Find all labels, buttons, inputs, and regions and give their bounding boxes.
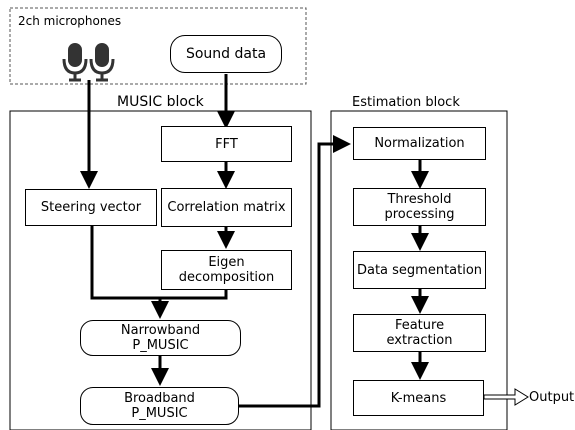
normalization-node: Normalization	[353, 127, 486, 160]
output-arrow	[483, 388, 529, 406]
estimation-block-frame	[330, 110, 508, 430]
arrow-steering-eigen-to-narrowband	[90, 226, 228, 316]
correlation-matrix-node: Correlation matrix	[161, 188, 292, 227]
fft-node: FFT	[161, 126, 292, 162]
microphone-icon	[89, 43, 115, 82]
kmeans-node: K-means	[353, 380, 484, 416]
music-block-title: MUSIC block	[117, 94, 204, 110]
threshold-processing-node: Threshold processing	[353, 188, 486, 226]
arrow-broadband-to-normalization	[239, 135, 351, 408]
music-block-frame	[9, 110, 312, 430]
microphone-group-frame	[9, 7, 307, 85]
microphone-group-label: 2ch microphones	[18, 14, 122, 28]
sound-data-node: Sound data	[170, 35, 282, 73]
steering-vector-node: Steering vector	[25, 189, 157, 226]
eigen-decomposition-node: Eigen decomposition	[161, 250, 292, 290]
estimation-block-title: Estimation block	[352, 95, 460, 110]
output-label: Output	[529, 390, 575, 405]
feature-extraction-node: Feature extraction	[353, 314, 486, 352]
microphone-icon	[62, 43, 88, 82]
narrowband-pmusic-node: Narrowband P_MUSIC	[80, 320, 241, 356]
data-segmentation-node: Data segmentation	[353, 251, 486, 289]
broadband-pmusic-node: Broadband P_MUSIC	[80, 387, 239, 425]
